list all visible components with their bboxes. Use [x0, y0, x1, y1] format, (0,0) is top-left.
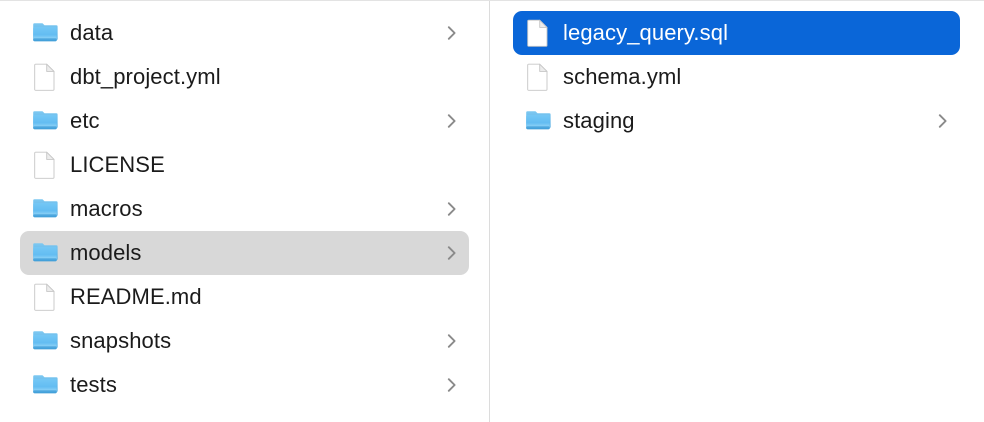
item-label: LICENSE — [70, 152, 165, 177]
item-label: legacy_query.sql — [563, 20, 729, 45]
folder-row[interactable]: data — [20, 11, 469, 55]
document-icon — [34, 283, 55, 311]
file-row[interactable]: README.md — [20, 275, 469, 319]
item-label: tests — [70, 372, 117, 397]
folder-row[interactable]: macros — [20, 187, 469, 231]
item-label: README.md — [70, 284, 202, 309]
folder-row[interactable]: models — [20, 231, 469, 275]
folder-row[interactable]: etc — [20, 99, 469, 143]
item-label: etc — [70, 108, 100, 133]
folder-icon — [33, 111, 58, 130]
folder-icon — [33, 375, 58, 394]
file-row[interactable]: schema.yml — [513, 55, 960, 99]
folder-row[interactable]: staging — [513, 99, 960, 143]
folder-icon — [33, 331, 58, 350]
folder-row[interactable]: snapshots — [20, 319, 469, 363]
item-label: data — [70, 20, 114, 45]
item-label: macros — [70, 196, 143, 221]
file-row[interactable]: dbt_project.yml — [20, 55, 469, 99]
file-row[interactable]: legacy_query.sql — [513, 11, 960, 55]
folder-icon — [526, 111, 551, 130]
document-icon — [34, 63, 55, 91]
folder-icon — [33, 23, 58, 42]
file-column-models[interactable]: legacy_query.sql schema.yml staging — [490, 1, 983, 422]
folder-icon — [33, 243, 58, 262]
item-label: snapshots — [70, 328, 172, 353]
chevron-right-icon[interactable] — [446, 200, 458, 218]
file-row[interactable]: LICENSE — [20, 143, 469, 187]
item-label: schema.yml — [563, 64, 682, 89]
folder-icon — [33, 199, 58, 218]
item-label: staging — [563, 108, 635, 133]
chevron-right-icon[interactable] — [446, 244, 458, 262]
chevron-right-icon[interactable] — [937, 112, 949, 130]
folder-row[interactable]: tests — [20, 363, 469, 407]
document-icon — [527, 19, 548, 47]
chevron-right-icon[interactable] — [446, 376, 458, 394]
chevron-right-icon[interactable] — [446, 332, 458, 350]
item-label: dbt_project.yml — [70, 64, 221, 89]
document-icon — [34, 151, 55, 179]
chevron-right-icon[interactable] — [446, 112, 458, 130]
document-icon — [527, 63, 548, 91]
chevron-right-icon[interactable] — [446, 24, 458, 42]
item-label: models — [70, 240, 142, 265]
